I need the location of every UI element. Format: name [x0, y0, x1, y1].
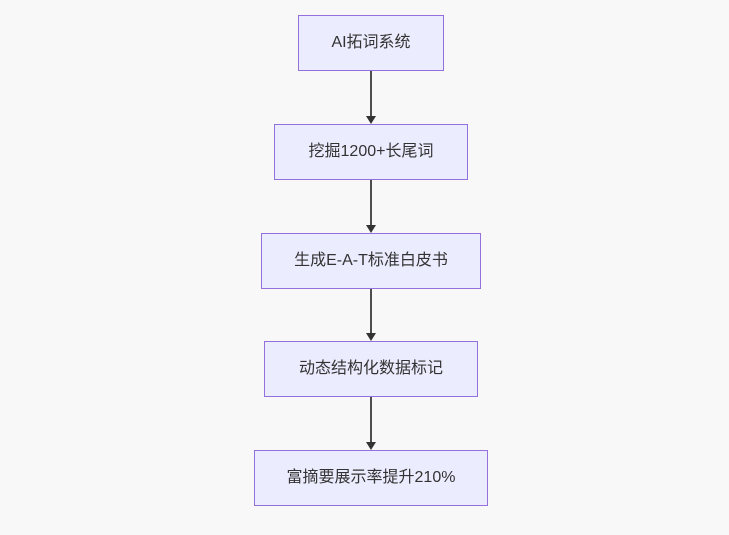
arrow-shaft: [370, 71, 372, 116]
flowchart-node-structured-data-markup: 动态结构化数据标记: [264, 341, 478, 397]
connector-arrow-1: [366, 71, 376, 124]
arrowhead-down-icon: [366, 225, 376, 233]
node-label: 动态结构化数据标记: [298, 360, 443, 378]
flowchart-node-ai-word-expansion: AI拓词系统: [298, 15, 444, 71]
arrowhead-down-icon: [366, 333, 376, 341]
arrow-shaft: [370, 397, 372, 442]
flowchart-node-rich-snippet-result: 富摘要展示率提升210%: [254, 450, 488, 506]
node-label: 富摘要展示率提升210%: [286, 469, 456, 487]
node-label: 挖掘1200+长尾词: [308, 143, 434, 161]
arrow-shaft: [370, 180, 372, 225]
node-label: AI拓词系统: [331, 34, 411, 52]
connector-arrow-2: [366, 180, 376, 233]
arrow-shaft: [370, 289, 372, 333]
connector-arrow-4: [366, 397, 376, 450]
arrowhead-down-icon: [366, 442, 376, 450]
arrowhead-down-icon: [366, 116, 376, 124]
flowchart-node-longtail-mining: 挖掘1200+长尾词: [274, 124, 468, 180]
flowchart-node-eat-whitepaper: 生成E-A-T标准白皮书: [261, 233, 481, 289]
connector-arrow-3: [366, 289, 376, 341]
node-label: 生成E-A-T标准白皮书: [294, 252, 448, 270]
